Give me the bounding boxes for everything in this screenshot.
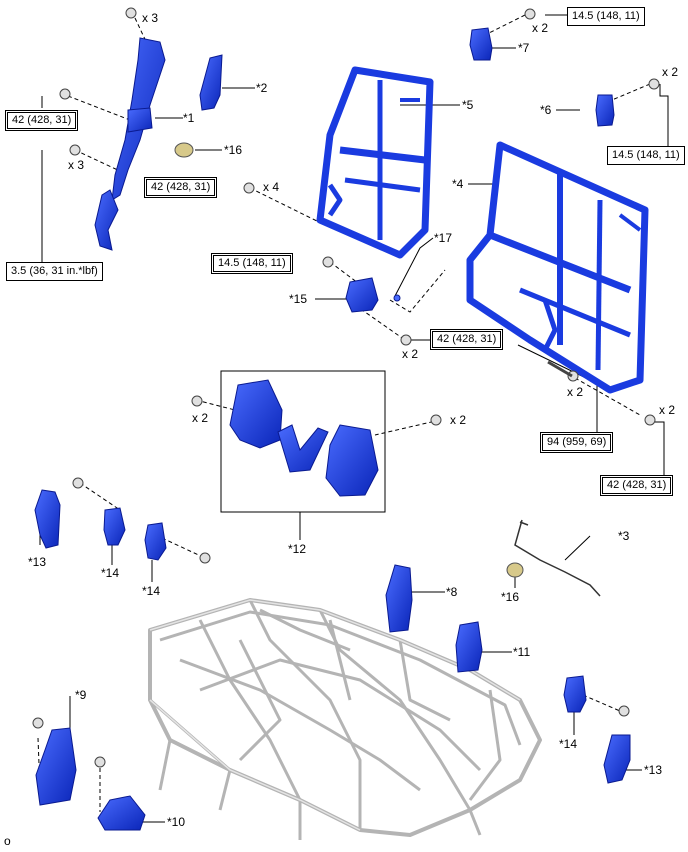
quantity-label: x 2 bbox=[532, 21, 549, 35]
quantity-label: x 2 bbox=[192, 411, 209, 425]
part-13-shape-right bbox=[603, 734, 631, 784]
part-label-1: *1 bbox=[183, 111, 195, 125]
quantity-label: x 2 bbox=[662, 65, 679, 79]
quantity-label: x 4 bbox=[263, 180, 280, 194]
part-label-14-middle: *14 bbox=[142, 584, 161, 598]
part-11-shape bbox=[455, 621, 483, 673]
part-14-shape-left bbox=[103, 507, 126, 546]
part-2-shape bbox=[199, 54, 223, 111]
part-16-shape-top bbox=[174, 142, 194, 158]
part-4-shape bbox=[466, 141, 649, 394]
quantity-label: x 2 bbox=[402, 347, 419, 361]
part-12-shape-left bbox=[229, 379, 283, 449]
part-label-15: *15 bbox=[289, 292, 308, 306]
part-label-13-right: *13 bbox=[644, 763, 663, 777]
part-14-shape-middle bbox=[144, 522, 167, 561]
torque-spec-box: 42 (428, 31) bbox=[5, 110, 79, 131]
part-label-14-left: *14 bbox=[101, 566, 120, 580]
torque-spec-box: 3.5 (36, 31 in.*lbf) bbox=[6, 262, 103, 281]
seat-frame-highlights bbox=[149, 599, 521, 831]
part-label-11: *11 bbox=[513, 645, 531, 659]
part-label-3: *3 bbox=[618, 529, 630, 543]
fasteners bbox=[32, 7, 660, 768]
quantity-label: x 3 bbox=[68, 158, 85, 172]
part-label-10: *10 bbox=[167, 815, 186, 829]
part-label-4: *4 bbox=[452, 177, 464, 191]
part-3-shape bbox=[514, 519, 601, 597]
torque-spec-box: 14.5 (148, 11) bbox=[567, 7, 645, 26]
quantity-label: x 2 bbox=[450, 413, 467, 427]
part-7-shape bbox=[469, 27, 493, 61]
part-12-shape-right bbox=[325, 424, 379, 497]
torque-spec-box: 14.5 (148, 11) bbox=[211, 253, 293, 274]
part-label-8: *8 bbox=[446, 585, 458, 599]
part-label-2: *2 bbox=[256, 81, 268, 95]
part-10-shape bbox=[97, 795, 146, 831]
part-label-9: *9 bbox=[75, 688, 87, 702]
torque-spec-box: 42 (428, 31) bbox=[144, 177, 218, 198]
quantity-label: x 3 bbox=[142, 11, 159, 25]
part-label-16-top: *16 bbox=[224, 143, 243, 157]
quantity-label: x 2 bbox=[567, 385, 584, 399]
torque-spec-box: 42 (428, 31) bbox=[430, 329, 504, 350]
torque-spec-box: 94 (959, 69) bbox=[540, 432, 614, 453]
torque-spec-box: 42 (428, 31) bbox=[600, 475, 674, 496]
part-6-shape bbox=[595, 94, 615, 127]
part-12-shape-middle bbox=[277, 424, 329, 473]
part-label-12: *12 bbox=[288, 542, 307, 556]
part-17-shape bbox=[393, 294, 401, 302]
part-1-shape bbox=[94, 37, 166, 251]
part-label-14-right: *14 bbox=[559, 737, 578, 751]
part-label-7: *7 bbox=[518, 41, 530, 55]
part-12-group-box bbox=[220, 370, 386, 513]
quantity-label: x 2 bbox=[659, 403, 676, 417]
corner-mark: o bbox=[4, 834, 11, 848]
part-13-shape-left bbox=[34, 489, 61, 549]
part-16-shape-bottom bbox=[506, 562, 524, 578]
part-14-shape-right bbox=[563, 675, 587, 713]
part-label-16-bottom: *16 bbox=[501, 590, 520, 604]
part-8-shape bbox=[385, 564, 413, 633]
part-15-shape bbox=[345, 277, 379, 313]
seat-cushion-frame bbox=[148, 598, 542, 840]
part-label-5: *5 bbox=[462, 98, 474, 112]
part-label-17: *17 bbox=[434, 231, 453, 245]
blue-parts bbox=[34, 27, 649, 831]
part-9-shape bbox=[35, 727, 77, 806]
torque-spec-box: 14.5 (148, 11) bbox=[607, 146, 685, 165]
part-label-13-left: *13 bbox=[28, 555, 47, 569]
part-label-6: *6 bbox=[540, 103, 552, 117]
part-5-shape bbox=[316, 66, 434, 259]
